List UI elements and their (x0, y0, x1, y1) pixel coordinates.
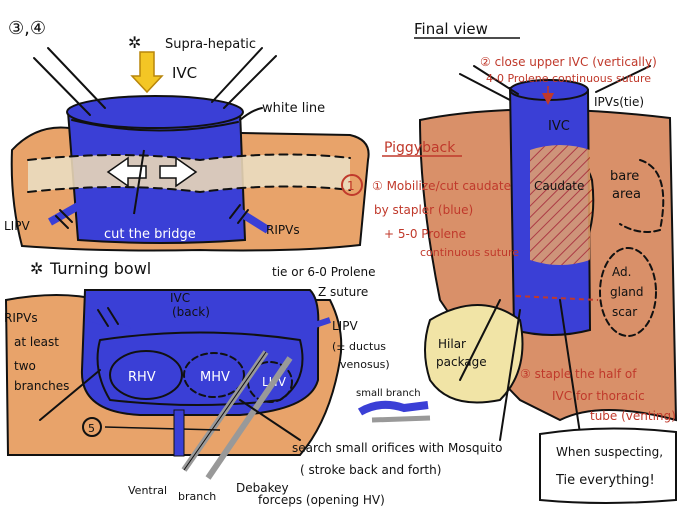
ripvs-note-4: branches (14, 379, 69, 393)
final-title: Final view (414, 20, 488, 38)
panel-mobilize-liver: ③,④ ✲ Supra-hepatic IVC white line 1 (4, 18, 370, 252)
plus-suture-note: + 5-0 Prolene (384, 227, 466, 241)
rhv-circle (109, 350, 183, 400)
step-5-circle (82, 417, 102, 437)
ductus-note-1: (± ductus (332, 340, 386, 353)
right-arrow-icon (159, 156, 198, 188)
svg-text:1: 1 (347, 179, 355, 193)
ripvs-note-1: RIPVs (4, 311, 38, 325)
bare-area-outline (619, 159, 665, 233)
turning-title-star: ✲ (30, 259, 43, 278)
left-arrow-icon (106, 156, 147, 188)
ivc-back-sub: (back) (172, 305, 210, 319)
tie-note: tie or 6-0 Prolene (272, 265, 375, 279)
ad-gland-3: scar (612, 305, 637, 319)
ripvs-vessel (233, 206, 271, 234)
panel-turning-bowl: ✲ Turning bowl tie or 6-0 Prolene Z sutu… (4, 259, 503, 507)
hilar-2: package (436, 355, 487, 369)
mobilize-note: ① Mobilize/cut caudate (372, 179, 511, 193)
ad-gland-2: gland (610, 285, 644, 299)
white-line-label: white line (262, 101, 325, 116)
svg-text:5: 5 (88, 422, 95, 435)
stroke-note: ( stroke back and forth) (300, 463, 441, 477)
continuous-suture-note: continuous suture (420, 246, 519, 259)
box-note-2: Tie everything! (555, 473, 655, 488)
lipv-label: LIPV (4, 219, 30, 233)
panel-final-view: Final view IVC Ad. gland scar bare area … (372, 20, 678, 504)
down-arrow-icon (130, 51, 164, 94)
caudate-label: Caudate (534, 179, 584, 193)
step-label: ③,④ (8, 18, 46, 39)
ivc-label: IVC (172, 64, 197, 82)
cut-bridge-label: cut the bridge (104, 227, 196, 242)
bare-area-1: bare (610, 169, 639, 184)
ductus-note-2: venosus) (340, 358, 390, 371)
rhv-label: RHV (128, 370, 156, 385)
supra-hepatic-label: Supra-hepatic (165, 37, 256, 52)
step-1-circle (341, 174, 363, 196)
staple-note-2: IVC for thoracic (552, 389, 645, 403)
ad-gland-1: Ad. (612, 265, 631, 279)
lipv-label-2: LIPV (332, 319, 358, 333)
prolene-note: 4-0 Prolene continuous suture (486, 72, 651, 85)
star-icon: ✲ (128, 33, 141, 52)
debakey-label: Debakey (236, 481, 289, 495)
staple-note-3: tube (venting) (590, 409, 676, 423)
mhv-circle (183, 352, 245, 398)
ripvs-note-3: two (14, 359, 36, 373)
bare-area-2: area (612, 187, 641, 202)
ipvs-label: IPVs(tie) (594, 95, 644, 109)
ventral-branch-2: branch (178, 490, 216, 503)
ripvs-note-2: at least (14, 335, 59, 349)
ad-gland-scar (599, 247, 657, 337)
staple-note-1: ③ staple the half of (520, 367, 637, 381)
close-upper-note: ② close upper IVC (vertically) (480, 55, 657, 69)
small-branch-label: small branch (356, 388, 421, 399)
ventral-branch-1: Ventral (128, 484, 167, 497)
turning-title: Turning bowl (49, 259, 151, 278)
ivc-back-label: IVC (170, 291, 190, 305)
hilar-1: Hilar (438, 337, 466, 351)
warning-box (539, 427, 677, 504)
z-suture-note: Z suture (318, 285, 368, 299)
ripvs-label: RIPVs (266, 223, 300, 237)
stapler-note: by stapler (blue) (374, 203, 473, 217)
lipv-vessel (48, 201, 82, 226)
piggyback-title: Piggyback (384, 140, 456, 156)
forceps-label: forceps (opening HV) (258, 493, 385, 507)
ivc-final-label: IVC (548, 119, 570, 134)
search-note: search small orifices with Mosquito (292, 441, 503, 455)
box-note-1: When suspecting, (556, 445, 663, 459)
small-branch-icon (357, 400, 429, 416)
mhv-label: MHV (200, 370, 230, 385)
ventral-branch-vessel (173, 409, 185, 457)
ivc-back-bowl (80, 289, 320, 416)
